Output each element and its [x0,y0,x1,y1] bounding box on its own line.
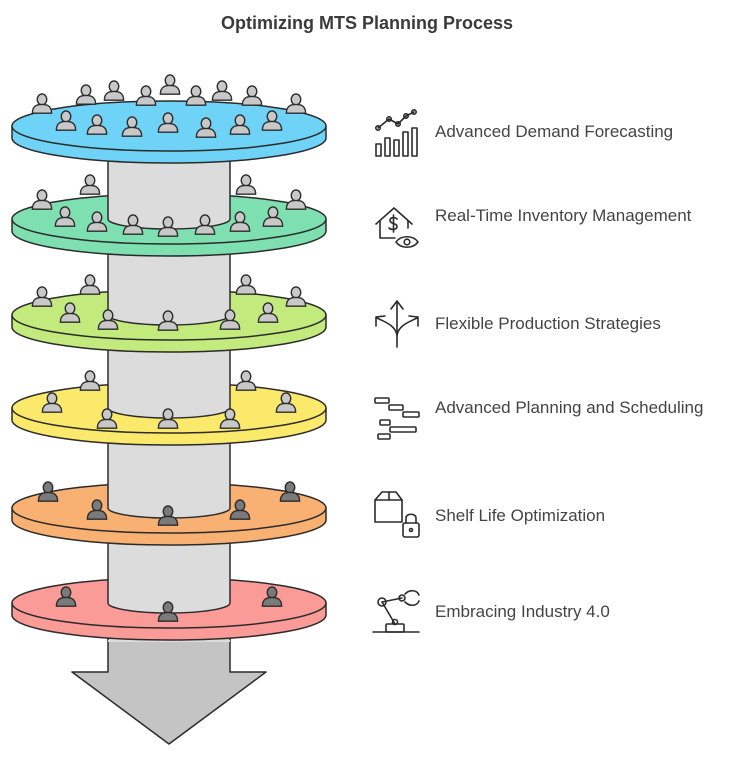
layer-disc-1 [11,74,327,164]
person-icon [285,93,307,114]
person-icon [235,274,257,295]
robot-arm-icon [372,589,420,633]
person-icon [211,80,233,101]
label-real-time-inventory-management: Real-Time Inventory Management [435,206,692,225]
person-icon [79,274,101,295]
diagram-title: Optimizing MTS Planning Process [220,13,514,33]
person-icon [185,85,207,106]
down-arrow [71,639,267,745]
chart-growth-icon [374,109,418,157]
label-advanced-demand-forecasting: Advanced Demand Forecasting [435,122,674,141]
person-icon [31,286,53,307]
layer-disc-3 [11,231,327,353]
person-icon [75,84,97,105]
gantt-icon [374,397,420,440]
person-icon [285,286,307,307]
label-flexible-production-strategies: Flexible Production Strategies [435,314,661,333]
person-icon [103,80,125,101]
box-lock-icon [374,491,420,538]
person-icon [241,85,263,106]
person-icon [285,189,307,210]
split-arrows-icon [375,300,419,348]
person-icon [79,174,101,195]
person-icon [31,189,53,210]
person-icon [235,370,257,391]
label-advanced-planning-and-scheduling: Advanced Planning and Scheduling [435,398,704,417]
person-icon [79,370,101,391]
person-icon [31,93,53,114]
label-shelf-life-optimization: Shelf Life Optimization [435,506,606,525]
house-dollar-eye-icon [375,207,419,249]
person-icon [135,85,157,106]
person-icon [159,74,181,95]
label-embracing-industry-4-0: Embracing Industry 4.0 [435,602,610,621]
person-icon [235,174,257,195]
